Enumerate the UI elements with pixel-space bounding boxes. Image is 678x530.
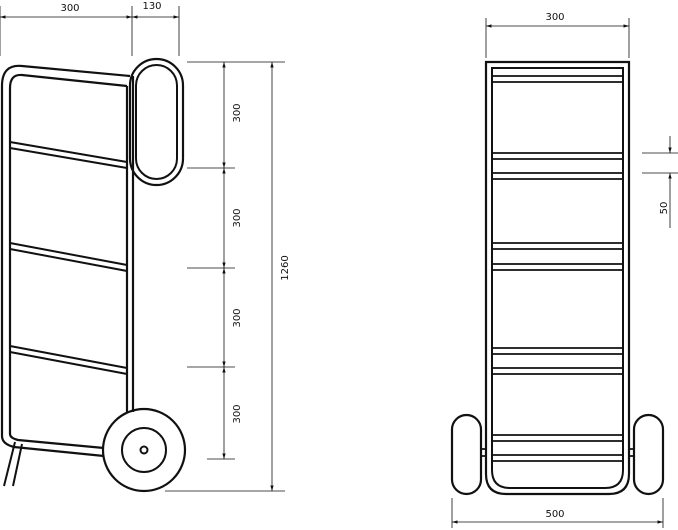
- side-handle: [128, 57, 185, 187]
- front-bottom-dimension: 500: [451, 498, 664, 528]
- dim-label-bottom-width: 500: [545, 509, 564, 520]
- front-top-dimension: 300: [485, 12, 630, 58]
- front-spacing-dimension: 50: [642, 136, 678, 228]
- side-wheel: [101, 407, 187, 493]
- side-vertical-dimensions: 300 300 300 300 1260: [165, 61, 291, 492]
- dim-label-seg-3: 300: [232, 308, 243, 327]
- dim-label-seg-4: 300: [232, 404, 243, 423]
- side-frame: [0, 64, 135, 487]
- front-frame: [480, 60, 635, 496]
- dim-label-top-frame: 300: [60, 3, 79, 14]
- dim-label-top-handle: 130: [142, 1, 161, 12]
- front-view: 300 50 500: [450, 12, 678, 528]
- side-view: 300 130 300 300 300 300 1260: [0, 1, 291, 493]
- front-wheels: [450, 413, 665, 496]
- side-top-dimensions: 300 130: [0, 1, 180, 56]
- dim-label-bar-spacing: 50: [659, 202, 670, 215]
- dim-label-seg-1: 300: [232, 103, 243, 122]
- front-right-wheel: [632, 413, 665, 496]
- front-left-wheel: [450, 413, 483, 496]
- dim-label-seg-2: 300: [232, 208, 243, 227]
- dim-label-total-height: 1260: [280, 255, 291, 280]
- dim-label-front-top-width: 300: [545, 12, 564, 23]
